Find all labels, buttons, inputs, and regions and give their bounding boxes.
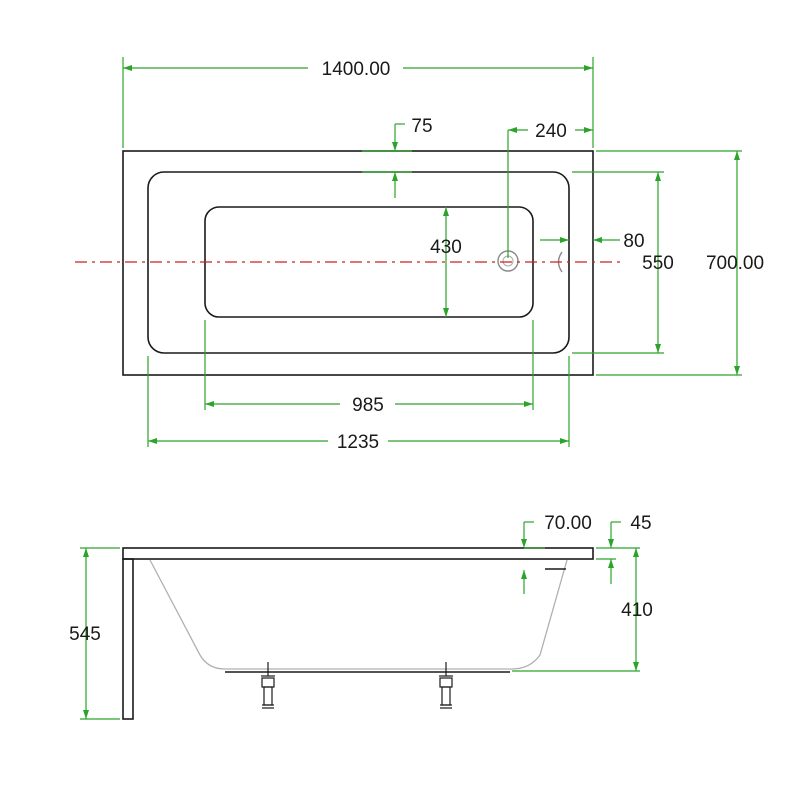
elevation-basin-body [149, 559, 568, 670]
floor-width-label: 430 [430, 237, 462, 258]
foot-left-icon [261, 662, 275, 709]
plan-view [75, 150, 625, 376]
inner-depth-label: 410 [621, 600, 653, 621]
overflow-offset-label: 80 [623, 231, 644, 252]
elevation-labels: 545 410 70.00 45 [69, 513, 653, 645]
inner-length-label: 1235 [337, 432, 379, 453]
plan-outer-rim [122, 150, 594, 376]
overall-width-label: 700.00 [706, 253, 764, 274]
plan-dimensions [122, 57, 742, 447]
drain-offset-label: 240 [535, 121, 567, 142]
elevation-view [122, 547, 594, 720]
rim-offset-label: 75 [411, 116, 432, 137]
overall-length-label: 1400.00 [322, 59, 391, 80]
rim-thickness-label: 45 [630, 513, 651, 534]
foot-right-icon [439, 662, 453, 709]
rim-width-label: 70.00 [544, 513, 592, 534]
elevation-dimensions [80, 521, 640, 720]
elevation-rim [122, 547, 594, 560]
floor-length-label: 985 [352, 395, 384, 416]
total-height-label: 545 [69, 624, 101, 645]
inner-width-label: 550 [642, 253, 674, 274]
elevation-apron-panel [122, 558, 134, 720]
plan-labels: 1400.00 700.00 550 430 985 1235 75 240 8… [322, 59, 764, 453]
